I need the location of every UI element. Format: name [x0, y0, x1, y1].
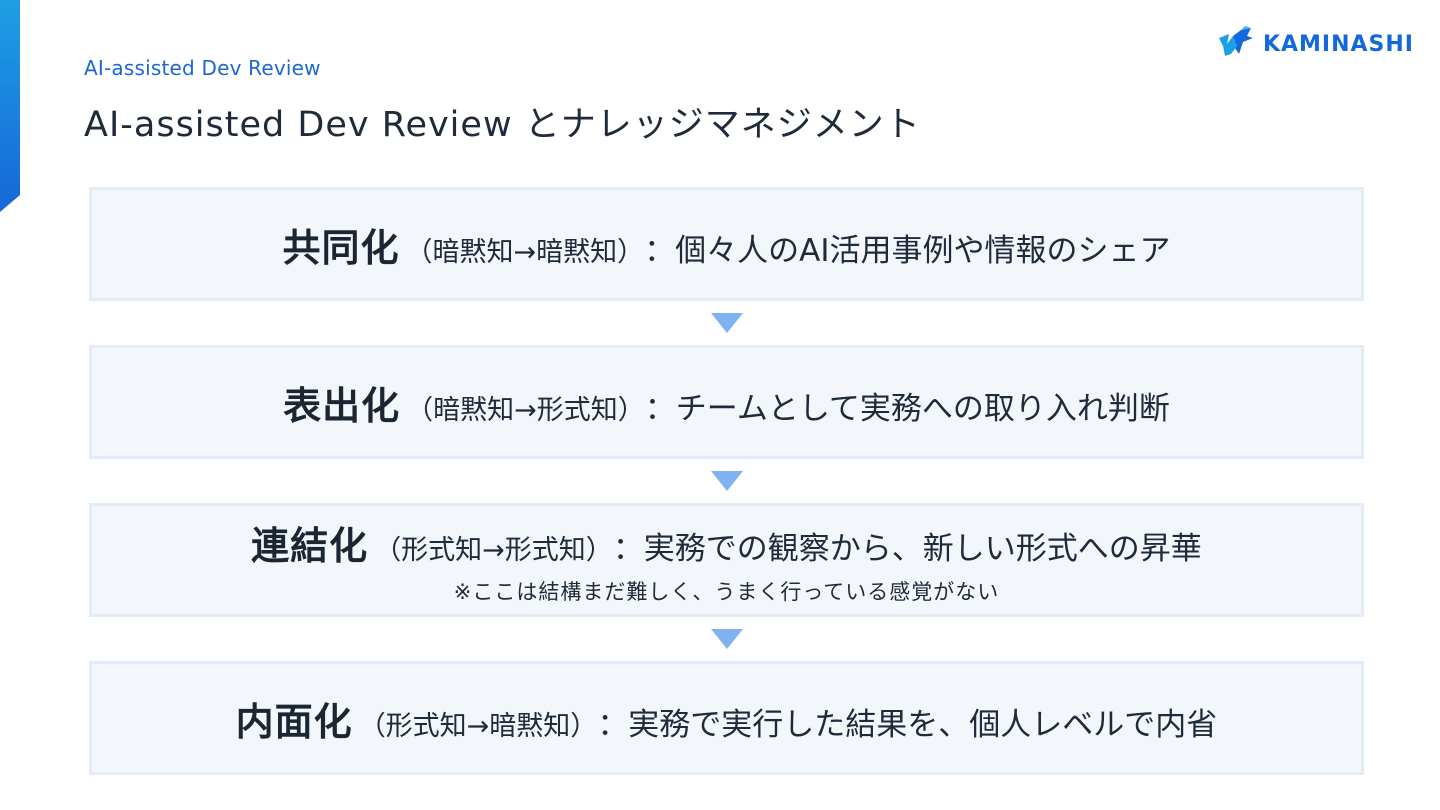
step-head: 共同化 [282, 225, 400, 270]
step-transition: （形式知→暗黙知） [358, 710, 598, 742]
step-description: ：実務で実行した結果を、個人レベルで内省 [597, 706, 1218, 743]
kaminashi-logo-mark-icon [1218, 26, 1253, 56]
step-line: 共同化 （暗黙知→暗黙知） ：個々人のAI活用事例や情報のシェア [283, 217, 1171, 272]
step-internalization: 内面化 （形式知→暗黙知） ：実務で実行した結果を、個人レベルで内省 [89, 661, 1364, 775]
step-head: 内面化 [235, 699, 353, 744]
accent-bar [0, 0, 20, 212]
step-head: 連結化 [251, 523, 369, 568]
brand-logo: KAMINASHI [1217, 24, 1414, 64]
step-line: 連結化 （形式知→形式知） ：実務での観察から、新しい形式への昇華 [251, 515, 1202, 570]
section-kicker: AI-assisted Dev Review [84, 56, 321, 80]
logo-text: KAMINASHI [1262, 31, 1414, 57]
step-description: ：チームとして実務への取り入れ判断 [644, 390, 1170, 427]
step-transition: （暗黙知→形式知） [406, 394, 645, 426]
step-description: ：個々人のAI活用事例や情報のシェア [644, 232, 1171, 269]
step-line: 表出化 （暗黙知→形式知） ：チームとして実務への取り入れ判断 [283, 375, 1170, 430]
step-socialization: 共同化 （暗黙知→暗黙知） ：個々人のAI活用事例や情報のシェア [89, 187, 1364, 301]
step-note: ※ここは結構まだ難しく、うまく行っている感覚がない [453, 579, 1000, 604]
down-triangle-icon [710, 629, 743, 649]
arrow-row [89, 617, 1364, 661]
down-triangle-icon [710, 313, 743, 333]
step-transition: （形式知→形式知） [374, 534, 613, 566]
step-transition: （暗黙知→暗黙知） [405, 236, 645, 268]
page-title: AI-assisted Dev Review とナレッジマネジメント [84, 105, 921, 145]
step-description: ：実務での観察から、新しい形式への昇華 [612, 530, 1202, 567]
down-triangle-icon [710, 471, 743, 491]
step-combination: 連結化 （形式知→形式知） ：実務での観察から、新しい形式への昇華 ※ここは結構… [89, 503, 1364, 617]
arrow-row [89, 301, 1364, 345]
arrow-row [89, 459, 1364, 503]
step-externalization: 表出化 （暗黙知→形式知） ：チームとして実務への取り入れ判断 [89, 345, 1364, 459]
step-line: 内面化 （形式知→暗黙知） ：実務で実行した結果を、個人レベルで内省 [236, 691, 1218, 746]
step-head: 表出化 [283, 383, 401, 428]
knowledge-cycle: 共同化 （暗黙知→暗黙知） ：個々人のAI活用事例や情報のシェア 表出化 （暗黙… [89, 187, 1364, 775]
